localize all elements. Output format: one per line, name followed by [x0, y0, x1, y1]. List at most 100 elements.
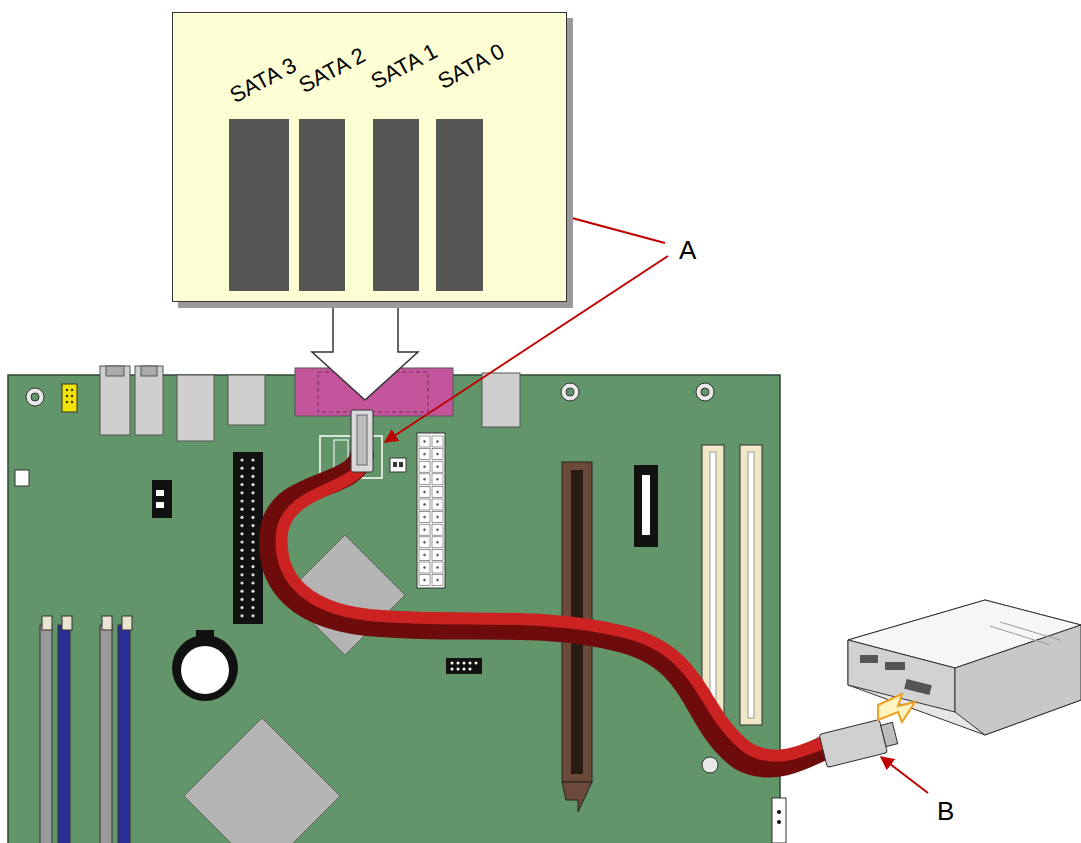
board-components-part-part — [437, 579, 439, 581]
motherboard-part — [31, 393, 39, 401]
board-components-part-part — [437, 516, 439, 518]
board-components-part-part — [251, 458, 254, 461]
hard-drive-part — [848, 640, 955, 712]
board-components-part-part — [240, 532, 243, 535]
board-components-part — [634, 465, 658, 547]
board-components-part — [156, 490, 164, 496]
board-components-part-part — [251, 491, 254, 494]
board-components-part-part — [240, 549, 243, 552]
board-components-part-part — [432, 499, 443, 510]
board-components-part-part — [432, 474, 443, 485]
board-components-part — [58, 625, 70, 843]
callout-arrow — [312, 300, 418, 400]
back-panel-connectors-part — [106, 366, 124, 376]
board-components-part-part — [424, 541, 426, 543]
board-components-part — [196, 630, 214, 640]
board-components-part-part — [432, 449, 443, 460]
board-components-part-part — [437, 466, 439, 468]
callout-arrow-part — [312, 300, 418, 400]
back-panel-connectors-part — [135, 366, 163, 435]
board-components-part-part — [419, 524, 430, 535]
sata-connector — [373, 119, 419, 291]
board-components-part — [451, 662, 478, 671]
motherboard-part — [561, 383, 579, 401]
board-components-part-part — [251, 557, 254, 560]
sata-cable-part — [282, 455, 830, 756]
back-panel-connectors-part-part — [66, 395, 68, 397]
board-components-part — [240, 458, 254, 617]
board-components-part-part — [251, 581, 254, 584]
hard-drive-part — [860, 655, 878, 663]
port-label: SATA 1 — [368, 40, 441, 93]
board-components-part-part — [432, 512, 443, 523]
sata-cable-part-part — [819, 719, 887, 767]
motherboard — [8, 375, 780, 843]
board-components-part-part — [240, 467, 243, 470]
board-components-part — [118, 625, 130, 843]
board-components-part-part — [424, 516, 426, 518]
board-components-part-part — [432, 537, 443, 548]
board-components-part-part — [457, 668, 460, 671]
back-panel-connectors-part-part — [71, 401, 73, 403]
board-components-part — [184, 718, 340, 843]
board-components-part — [399, 462, 403, 467]
board-components-part-part — [240, 499, 243, 502]
board-components-part-part — [240, 590, 243, 593]
board-components-part-part — [240, 581, 243, 584]
board-components-part-part — [240, 557, 243, 560]
sata-connector — [299, 119, 345, 291]
board-components-part — [152, 480, 172, 518]
board-components-part — [233, 452, 263, 624]
board-components-part-part — [469, 662, 472, 665]
motherboard-part — [26, 388, 44, 406]
board-components-part-part — [240, 475, 243, 478]
board-components-part-part — [419, 537, 430, 548]
back-panel-connectors — [62, 366, 520, 441]
board-components-part-part — [424, 579, 426, 581]
board-components-part — [15, 470, 29, 486]
board-components-part — [417, 433, 445, 588]
hard-drive-part — [885, 662, 905, 670]
board-components-part-part — [240, 598, 243, 601]
board-components-part — [42, 616, 132, 630]
board-components-part-part — [251, 467, 254, 470]
board-components-part — [40, 625, 52, 843]
board-components-part — [419, 436, 443, 586]
back-panel-connectors-part — [100, 366, 130, 435]
board-components-part-part — [251, 565, 254, 568]
board-components-part-part — [432, 436, 443, 447]
board-components-part-part — [240, 458, 243, 461]
callout-letter: A — [676, 236, 699, 264]
board-components-part-part — [251, 532, 254, 535]
back-panel-connectors-part-part — [71, 395, 73, 397]
board-components-part — [777, 810, 781, 814]
board-components-part-part — [62, 616, 72, 630]
motherboard-part — [566, 388, 574, 396]
back-panel-connectors-part — [177, 375, 214, 441]
back-panel-connectors-part-part — [66, 389, 68, 391]
board-components-part-part — [419, 474, 430, 485]
board-components-part — [710, 452, 716, 718]
sata-cable-part-part — [881, 722, 898, 746]
board-components-part-part — [240, 565, 243, 568]
board-components-part-part — [251, 516, 254, 519]
board-components-part-part — [432, 575, 443, 586]
motherboard-part — [8, 375, 780, 843]
board-components-part-part — [251, 606, 254, 609]
board-components-part-part — [251, 598, 254, 601]
board-components-part — [172, 635, 238, 701]
motherboard-part — [701, 388, 709, 396]
board-components-part — [702, 445, 724, 725]
board-components-part — [156, 502, 164, 508]
board-components-part-part — [437, 491, 439, 493]
board-components-part-part — [475, 662, 478, 665]
board-components-part-part — [424, 567, 426, 569]
board-components-part-part — [240, 540, 243, 543]
back-panel-connectors-part — [66, 389, 73, 403]
board-components-part-part — [437, 529, 439, 531]
hard-drive-part — [990, 622, 1060, 645]
back-panel-connectors-part — [62, 384, 77, 412]
board-components-part-part — [251, 508, 254, 511]
sata-cable-part — [351, 410, 373, 472]
board-components-part-part — [463, 668, 466, 671]
